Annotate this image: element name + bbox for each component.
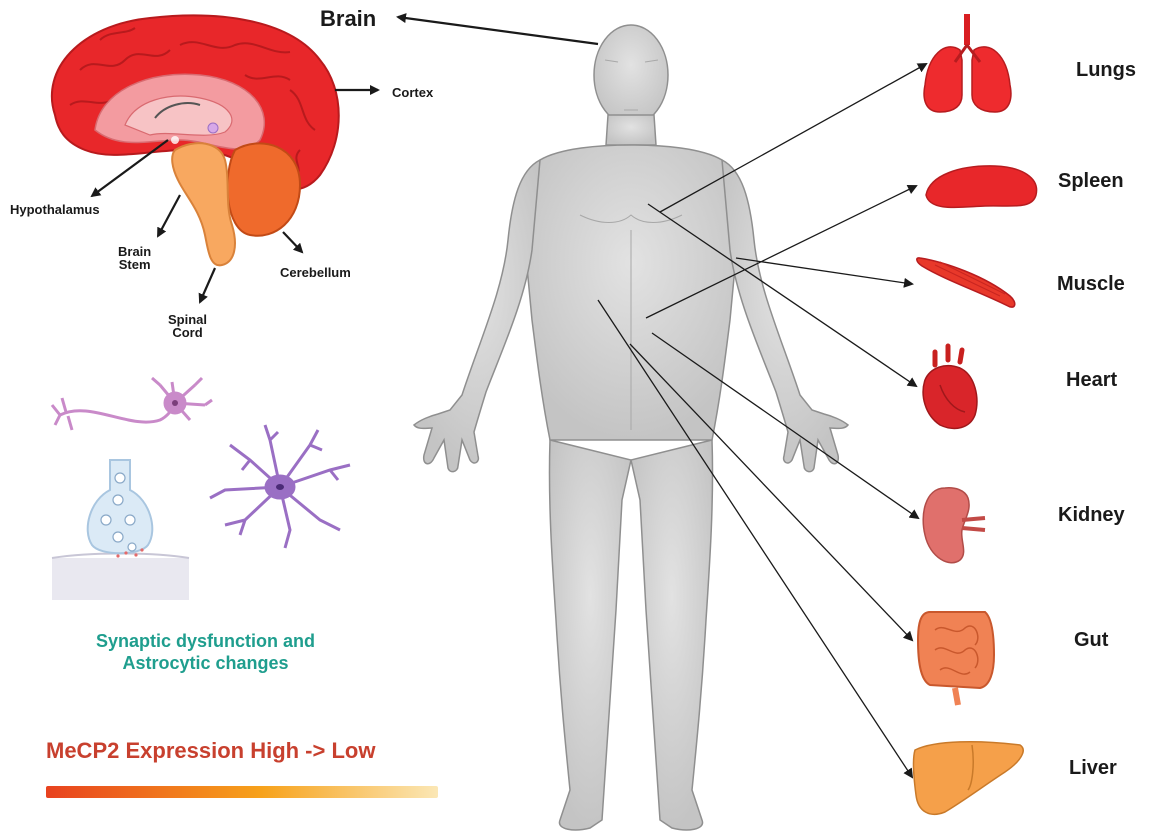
organ-label-spleen: Spleen bbox=[1058, 170, 1124, 193]
synaptic-caption: Synaptic dysfunction and Astrocytic chan… bbox=[96, 630, 315, 674]
mecp2-gradient-bar bbox=[46, 786, 438, 798]
cortex-label: Cortex bbox=[392, 86, 433, 99]
astrocyte-illustration bbox=[210, 425, 350, 548]
spinal-cord-label: Spinal Cord bbox=[168, 313, 207, 339]
hypothalamus-label: Hypothalamus bbox=[10, 203, 100, 216]
brain-stem-label-line2: Stem bbox=[118, 258, 151, 271]
organ-label-heart: Heart bbox=[1066, 369, 1117, 392]
neuron-illustration bbox=[52, 378, 212, 430]
gut-icon bbox=[918, 612, 994, 705]
cerebellum-label: Cerebellum bbox=[280, 266, 351, 279]
muscle-icon bbox=[917, 258, 1015, 307]
liver-icon bbox=[913, 742, 1023, 815]
synaptic-caption-line2: Astrocytic changes bbox=[96, 652, 315, 674]
brain-illustration bbox=[52, 15, 339, 265]
brain-stem-label: Brain Stem bbox=[118, 245, 151, 271]
spleen-icon bbox=[926, 166, 1037, 208]
spinal-cord-label-line2: Cord bbox=[168, 326, 207, 339]
cerebellum-shape bbox=[227, 143, 300, 235]
heart-icon bbox=[923, 346, 977, 428]
lungs-icon bbox=[924, 14, 1011, 112]
kidney-icon bbox=[923, 488, 985, 563]
organ-label-muscle: Muscle bbox=[1057, 273, 1125, 296]
organ-label-kidney: Kidney bbox=[1058, 504, 1125, 527]
organ-label-lungs: Lungs bbox=[1076, 59, 1136, 82]
organ-label-gut: Gut bbox=[1074, 629, 1108, 652]
synaptic-caption-line1: Synaptic dysfunction and bbox=[96, 630, 315, 652]
synapse-illustration bbox=[52, 460, 189, 600]
organ-label-liver: Liver bbox=[1069, 757, 1117, 780]
mecp2-expression-label: MeCP2 Expression High -> Low bbox=[46, 738, 375, 764]
brain-stem-shape bbox=[172, 143, 235, 265]
brain-label: Brain bbox=[320, 6, 376, 32]
brain-pointer-arrow bbox=[398, 17, 598, 44]
